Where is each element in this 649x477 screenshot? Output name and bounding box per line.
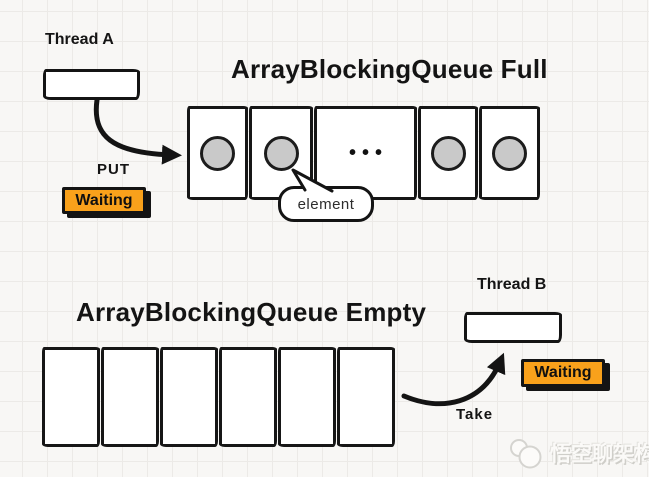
take-label: Take bbox=[456, 406, 494, 423]
thread-b-label: Thread B bbox=[477, 276, 547, 293]
thread-a-box bbox=[43, 69, 140, 100]
ellipsis-dots: ••• bbox=[348, 141, 388, 164]
empty-queue-title: ArrayBlockingQueue Empty bbox=[76, 297, 427, 327]
queue-full: ••• bbox=[187, 106, 540, 200]
wukong-logo-icon bbox=[510, 439, 542, 469]
element-circle-icon bbox=[430, 135, 466, 171]
thread-a-label: Thread A bbox=[45, 31, 114, 48]
queue-empty bbox=[42, 347, 395, 447]
element-circle-icon bbox=[492, 135, 527, 171]
waiting-badge-full: Waiting bbox=[62, 187, 146, 214]
element-circle-icon bbox=[200, 135, 235, 171]
queue-cell bbox=[337, 347, 395, 447]
queue-cell bbox=[278, 347, 336, 447]
full-queue-title: ArrayBlockingQueue Full bbox=[231, 54, 548, 84]
queue-cell bbox=[187, 106, 248, 200]
queue-cell bbox=[249, 106, 313, 200]
element-callout: element bbox=[278, 186, 374, 222]
take-arrow bbox=[401, 352, 506, 407]
queue-cell bbox=[101, 347, 159, 447]
queue-cell bbox=[42, 347, 100, 447]
watermark-text: 悟空聊架构 bbox=[550, 443, 649, 466]
queue-cell bbox=[160, 347, 218, 447]
thread-b-box bbox=[464, 312, 562, 343]
put-arrow bbox=[93, 97, 182, 165]
queue-cell bbox=[219, 347, 277, 447]
waiting-badge-empty: Waiting bbox=[521, 359, 605, 387]
put-label: PUT bbox=[97, 161, 130, 178]
element-circle-icon bbox=[263, 135, 299, 171]
watermark: 悟空聊架构 bbox=[505, 436, 649, 470]
queue-cell bbox=[479, 106, 540, 200]
queue-cell bbox=[418, 106, 478, 200]
